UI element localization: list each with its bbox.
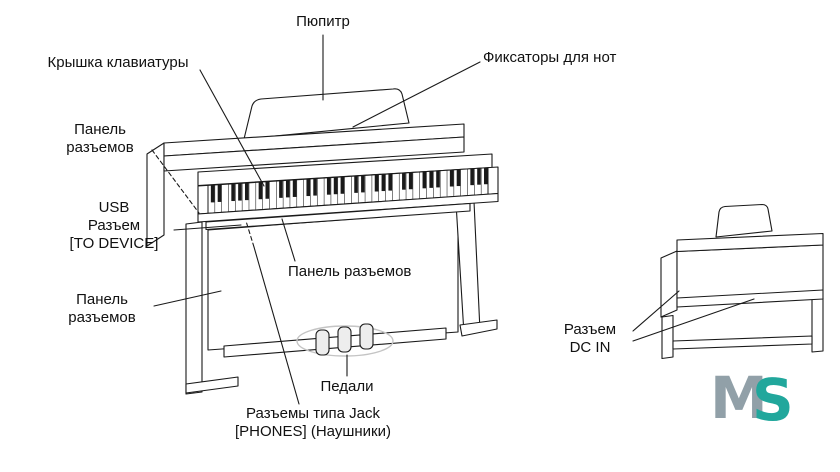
leader-panel-top-left: [151, 149, 200, 214]
left-side-panel: [146, 142, 165, 247]
leader-phones-hidden: [245, 220, 255, 248]
leader-usb: [173, 224, 242, 231]
pedal-left: [315, 329, 330, 356]
leader-panel-bottom-left: [153, 290, 222, 307]
right-foot: [459, 319, 498, 337]
rear-piano-illustration: [660, 203, 824, 360]
rear-left-leg: [661, 314, 674, 360]
main-piano-illustration: [146, 88, 499, 395]
right-leg: [455, 200, 481, 335]
leader-key-cover: [199, 69, 265, 187]
label-pedals: Педали: [320, 378, 374, 395]
label-key-cover: Крышка клавиатуры: [47, 54, 189, 71]
label-panel-top-left: Панель разъемов: [66, 121, 134, 156]
ms-logo: M S: [710, 364, 794, 434]
leader-dcin-2: [632, 298, 755, 342]
piano-keys: [207, 167, 489, 214]
connector-strip: [205, 202, 471, 231]
pedal-highlight-ellipse: [296, 325, 394, 357]
rear-crossbar: [672, 335, 813, 350]
rear-left-side: [660, 250, 678, 318]
rear-right-leg: [811, 297, 824, 353]
label-music-clips: Фиксаторы для нот: [483, 49, 617, 66]
logo-letter-m: M: [710, 364, 768, 432]
label-music-rest: Пюпитр: [296, 13, 350, 30]
label-panel-bottom-left: Панель разъемов: [68, 291, 136, 326]
upper-front-panel: [163, 136, 465, 172]
label-dc-in: Разъем DC IN: [563, 321, 617, 356]
logo-letter-s: S: [752, 366, 794, 434]
leader-lines: [151, 34, 755, 405]
rear-body: [676, 244, 824, 308]
leader-panel-center: [281, 218, 296, 262]
left-leg: [185, 221, 203, 395]
rear-body-bottom-line: [676, 289, 824, 299]
leader-dcin-1: [632, 290, 680, 332]
label-usb: USB Разъем [TO DEVICE]: [69, 199, 159, 252]
rear-top-board: [676, 232, 824, 253]
leader-phones: [253, 246, 300, 405]
music-stand: [243, 88, 410, 140]
pedal-right: [359, 323, 374, 350]
label-phones: Разъемы типа Jack [PHONES] (Наушники): [235, 405, 391, 440]
label-panel-center: Панель разъемов: [288, 263, 412, 280]
rear-music-stand: [715, 203, 773, 238]
left-foot: [185, 376, 239, 394]
leader-music-clips: [352, 61, 481, 128]
key-rail: [197, 192, 499, 223]
pedal-center: [337, 326, 352, 353]
